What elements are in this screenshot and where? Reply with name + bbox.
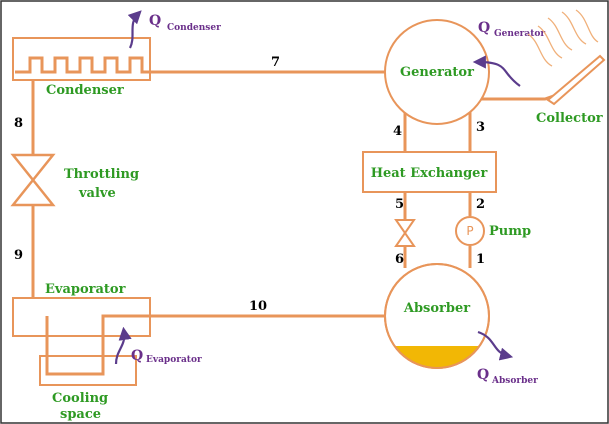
q-evaporator-label: Evaporator [146,355,202,365]
sun-ray [547,17,573,51]
pump-label: Pump [489,224,531,239]
stream-number-8: 8 [14,116,23,131]
q-absorber-symbol: Q [477,367,489,383]
q-condenser-arrow [127,10,142,49]
stream-number-2: 2 [476,197,485,212]
stream-number-7: 7 [271,55,280,70]
throttling-valve-symbol [10,153,56,207]
sun-ray [561,11,587,45]
cooling-space-box [39,355,137,386]
q-generator-arrow [472,55,521,87]
solar-collector [546,54,606,106]
heat-exchanger-box [362,151,497,193]
generator-vessel [384,19,490,125]
pump-symbol-letter: P [466,224,473,238]
q-generator-symbol: Q [478,20,490,36]
stream-number-1: 1 [476,252,485,267]
sun-ray [527,33,553,67]
q-evaporator-arrow [114,326,132,365]
q-absorber-label: Absorber [491,376,538,386]
generator-label: Generator [400,65,474,80]
evaporator-label: Evaporator [45,282,126,297]
collector-label: Collector [536,111,603,126]
q-condenser-symbol: Q [149,13,161,29]
stream-number-6: 6 [395,252,404,267]
sun-ray [537,25,563,59]
stream-number-4: 4 [393,124,402,139]
q-generator-label: Generator [494,29,545,39]
throttling-valve-label-line2: valve [78,186,116,201]
pipe-network [31,70,566,318]
sun-rays [527,9,599,67]
cooling-space-label-line1: Cooling [52,391,108,406]
heat-exchanger-label: Heat Exchanger [371,166,488,181]
expansion-valve-symbol [394,219,416,247]
stream-number-3: 3 [476,120,485,135]
sun-ray [575,9,599,43]
stream-number-10: 10 [249,299,267,314]
throttling-valve-label-line1: Throttling [64,167,139,182]
absorber-label: Absorber [403,301,470,316]
condenser-coil [15,56,150,74]
q-evaporator-symbol: Q [131,348,143,364]
absorber-vessel-outline [384,263,490,369]
q-absorber-arrow [477,330,514,361]
condenser-label: Condenser [46,83,124,98]
stream-number-9: 9 [14,248,23,263]
evaporator-coil [45,314,150,376]
cooling-space-label-line2: space [60,407,101,422]
pump-symbol [455,216,485,246]
q-condenser-label: Condenser [167,23,221,33]
stream-number-5: 5 [395,197,404,212]
